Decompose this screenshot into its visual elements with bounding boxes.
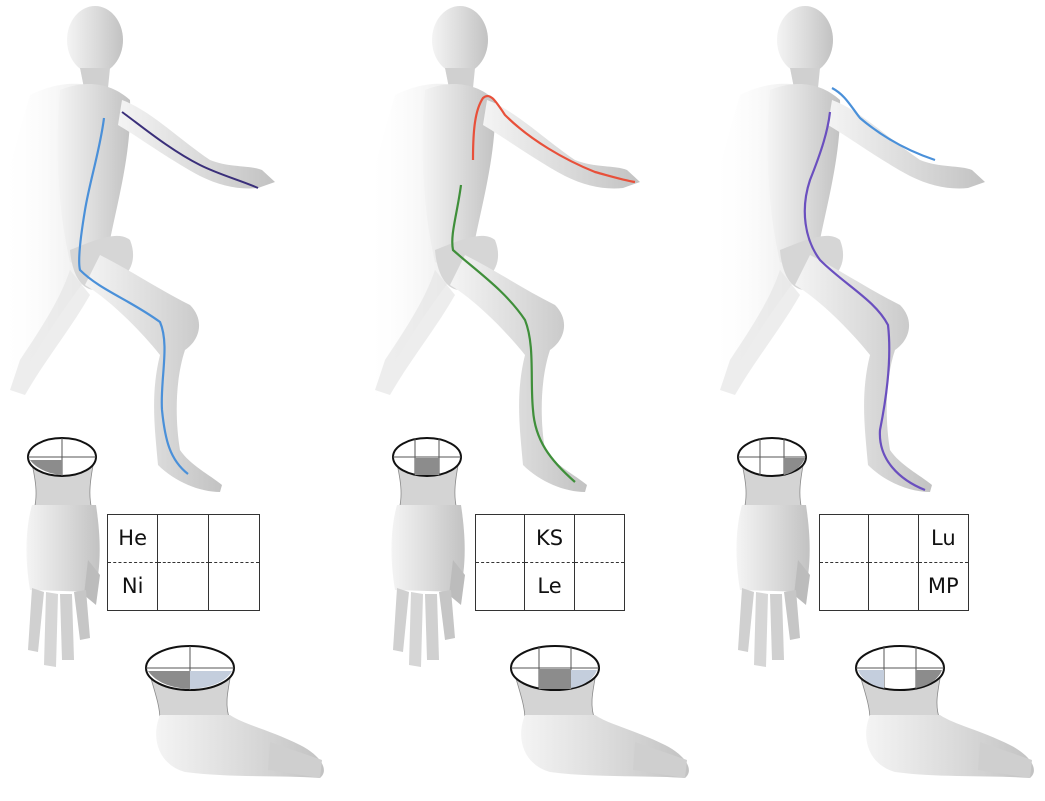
meridian-table-2: KS Le <box>475 514 625 611</box>
table-3-cell <box>820 563 869 611</box>
hand-2 <box>391 455 465 667</box>
wrist-section-2-highlight <box>415 458 439 475</box>
body-1 <box>0 6 275 492</box>
figure-1 <box>0 6 324 778</box>
table-3-cell <box>820 515 869 563</box>
table-1-cell: He <box>108 515 158 563</box>
hand-3 <box>736 455 810 667</box>
table-2-cell <box>575 563 624 611</box>
table-2-cell: Le <box>525 563 574 611</box>
table-3-cell: Lu <box>919 515 968 563</box>
table-2-cell <box>575 515 624 563</box>
table-3-cell <box>869 563 918 611</box>
table-1-cell <box>209 515 259 563</box>
figure-2 <box>365 6 689 778</box>
table-2-cell <box>476 515 525 563</box>
table-2-cell: KS <box>525 515 574 563</box>
meridian-table-1: He Ni <box>107 514 260 611</box>
table-1-cell <box>158 515 208 563</box>
body-3 <box>710 6 985 492</box>
table-1-cell: Ni <box>108 563 158 611</box>
table-3-cell: MP <box>919 563 968 611</box>
ankle-section-2-highlight <box>539 669 571 689</box>
table-1-cell <box>209 563 259 611</box>
hand-1 <box>26 455 100 667</box>
table-2-cell <box>476 563 525 611</box>
body-2 <box>365 6 640 492</box>
table-1-cell <box>158 563 208 611</box>
figure-3 <box>710 6 1034 778</box>
meridian-table-3: Lu MP <box>819 514 969 611</box>
table-3-cell <box>869 515 918 563</box>
